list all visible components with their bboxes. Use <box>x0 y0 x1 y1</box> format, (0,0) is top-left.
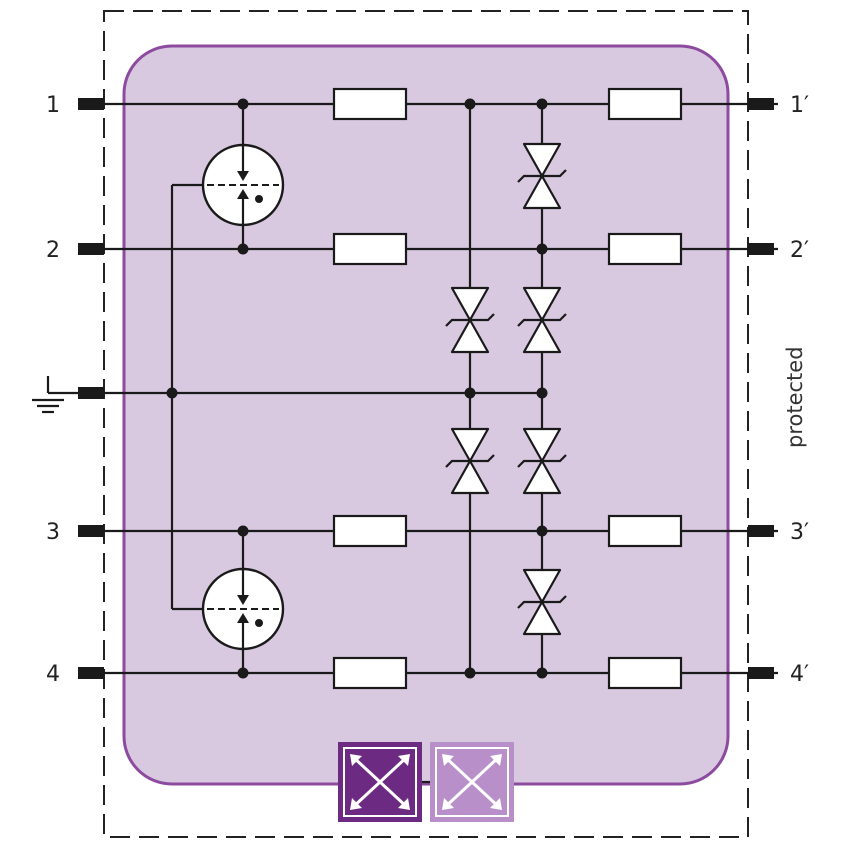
resistor-icon <box>607 87 683 121</box>
resistor-icon <box>332 87 408 121</box>
pin-in-2 <box>78 243 104 255</box>
label-in-3: 3 <box>46 520 60 545</box>
pin-in-3 <box>78 525 104 537</box>
junction-dots <box>166 98 548 679</box>
pin-out-1 <box>748 98 774 110</box>
tvs-diode-icon <box>517 142 567 210</box>
label-out-1: 1′ <box>790 93 809 118</box>
label-in-4: 4 <box>46 662 60 687</box>
resistor-icon <box>332 232 408 266</box>
pin-ground <box>78 387 104 399</box>
label-in-2: 2 <box>46 238 60 263</box>
pin-out-3 <box>748 525 774 537</box>
resistors <box>332 87 683 690</box>
input-labels: 1 2 3 4 <box>46 93 60 687</box>
input-pins <box>78 98 104 679</box>
pin-out-2 <box>748 243 774 255</box>
ground-icon <box>32 376 78 414</box>
output-pins <box>748 98 774 679</box>
tvs-diode-icon <box>517 427 567 495</box>
resistor-icon <box>607 514 683 548</box>
resistor-icon <box>607 656 683 690</box>
output-labels: 1′ 2′ 3′ 4′ <box>790 93 809 687</box>
label-out-3: 3′ <box>790 520 809 545</box>
resistor-icon <box>607 232 683 266</box>
protected-side-label: protected <box>783 346 807 448</box>
function-badge-light-icon <box>430 742 514 822</box>
resistor-icon <box>332 656 408 690</box>
pin-in-4 <box>78 667 104 679</box>
tvs-diode-icon <box>517 568 567 636</box>
tvs-diode-icon <box>445 286 495 354</box>
tvs-diode-icon <box>445 427 495 495</box>
pin-out-4 <box>748 667 774 679</box>
function-badge-dark-icon <box>338 742 422 822</box>
tvs-diode-icon <box>517 286 567 354</box>
gas-discharge-tube-icon <box>201 567 285 651</box>
device-boundary <box>103 10 749 838</box>
label-out-2: 2′ <box>790 238 809 263</box>
label-out-4: 4′ <box>790 662 809 687</box>
label-in-1: 1 <box>46 93 60 118</box>
gas-discharge-tube-icon <box>201 143 285 227</box>
pin-in-1 <box>78 98 104 110</box>
resistor-icon <box>332 514 408 548</box>
